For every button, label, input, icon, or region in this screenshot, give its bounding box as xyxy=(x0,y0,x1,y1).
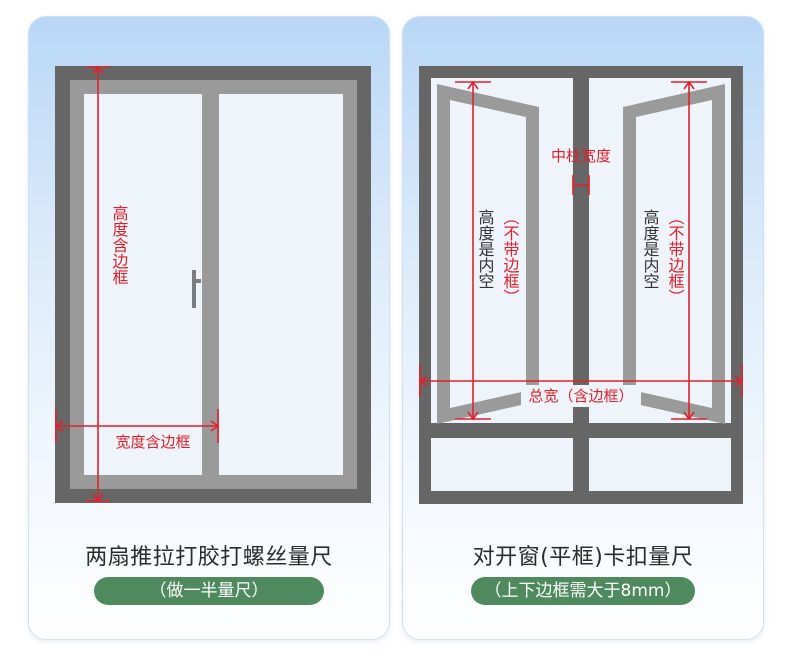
width-label: 宽度含边框 xyxy=(115,433,190,451)
left-inner-height-label: 高度是内空 xyxy=(476,209,495,289)
total-width-label: 总宽（含边框） xyxy=(528,387,633,405)
left-glass xyxy=(84,94,202,475)
right-glass xyxy=(219,94,343,475)
casement-window-card: 中柱宽度 高度是内空 （不带边框） 高度是内空 （不带边框） xyxy=(402,16,764,640)
right-inner-height-label: 高度是内空 xyxy=(641,209,660,289)
left-subtitle-badge: （做一半量尺） xyxy=(94,577,324,605)
height-label: 高度含边框 xyxy=(110,205,129,285)
mullion-label: 中柱宽度 xyxy=(551,147,611,165)
bottom-left-pane xyxy=(431,438,573,491)
total-width-measure xyxy=(418,365,744,397)
sliding-window-diagram: 高度含边框 宽度含边框 xyxy=(54,65,371,503)
left-no-frame-label: （不带边框） xyxy=(501,209,520,305)
width-measure xyxy=(54,409,220,443)
right-height-measure xyxy=(671,80,707,421)
right-subtitle-badge: （上下边框需大于8mm） xyxy=(471,577,695,605)
casement-window-diagram: 中柱宽度 高度是内空 （不带边框） 高度是内空 （不带边框） xyxy=(418,66,744,504)
left-height-measure xyxy=(455,80,491,421)
sliding-window-card: 高度含边框 宽度含边框 两扇推拉打胶打螺丝量尺 （做一半量尺） xyxy=(28,16,390,640)
handle-icon xyxy=(192,270,196,308)
right-title: 对开窗(平框)卡扣量尺 xyxy=(472,545,694,570)
right-no-frame-label: （不带边框） xyxy=(666,209,685,305)
mullion-measure xyxy=(572,175,590,195)
bottom-right-pane xyxy=(589,438,731,491)
left-title: 两扇推拉打胶打螺丝量尺 xyxy=(85,545,333,570)
height-measure xyxy=(86,65,110,503)
